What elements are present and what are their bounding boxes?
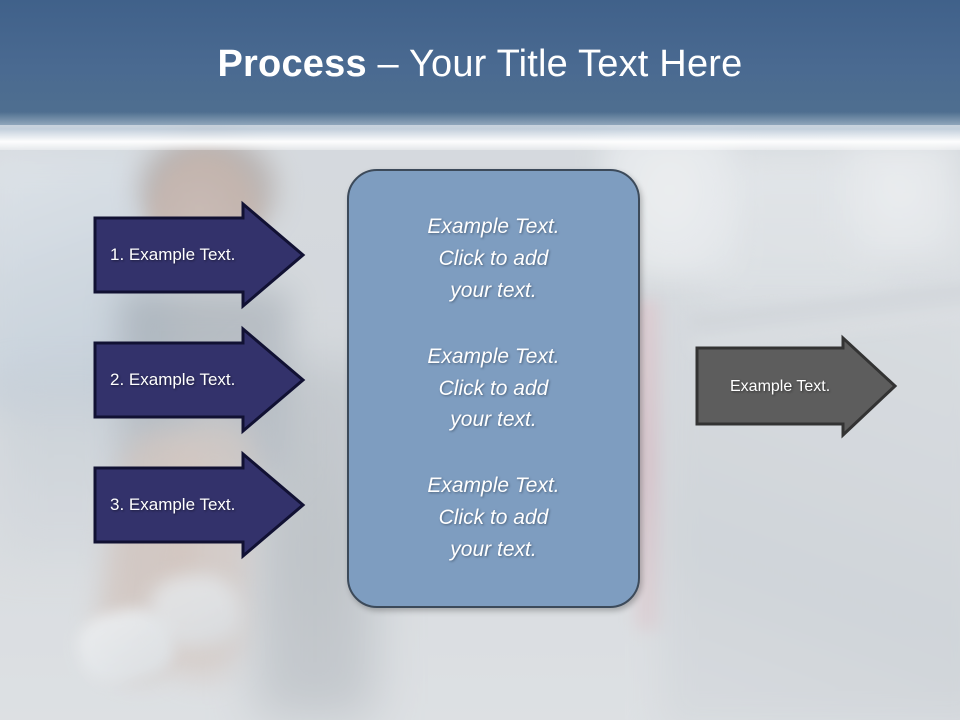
center-box-paragraph-2: Example Text. Click to add your text.: [427, 344, 560, 432]
right-arrow-icon: [93, 200, 306, 310]
right-arrow-icon: [93, 450, 306, 560]
background-window-right: [840, 140, 960, 260]
process-step-3-label: 3. Example Text.: [110, 495, 236, 514]
right-arrow-icon: [695, 334, 898, 439]
center-content-box[interactable]: Example Text. Click to add your text. Ex…: [347, 169, 640, 608]
process-output-arrow[interactable]: Example Text.: [695, 334, 898, 439]
process-step-3-arrow[interactable]: 3. Example Text.: [93, 450, 306, 560]
background-pink-sliver: [636, 300, 664, 630]
process-step-2-arrow[interactable]: 2. Example Text.: [93, 325, 306, 435]
process-step-1-label: 1. Example Text.: [110, 245, 236, 264]
process-step-2-label: 2. Example Text.: [110, 370, 236, 389]
title-banner: [0, 0, 960, 125]
process-output-label: Example Text.: [730, 377, 831, 395]
right-arrow-icon: [93, 325, 306, 435]
center-box-paragraph-3: Example Text. Click to add your text.: [427, 474, 560, 562]
process-step-1-arrow[interactable]: 1. Example Text.: [93, 200, 306, 310]
slide-title-bold: Process: [217, 43, 367, 85]
slide-title: Process – Your Title Text Here: [0, 43, 960, 86]
center-box-paragraph-1: Example Text. Click to add your text.: [427, 214, 560, 302]
title-banner-fade: [0, 112, 960, 150]
slide-title-rest: – Your Title Text Here: [366, 43, 743, 85]
